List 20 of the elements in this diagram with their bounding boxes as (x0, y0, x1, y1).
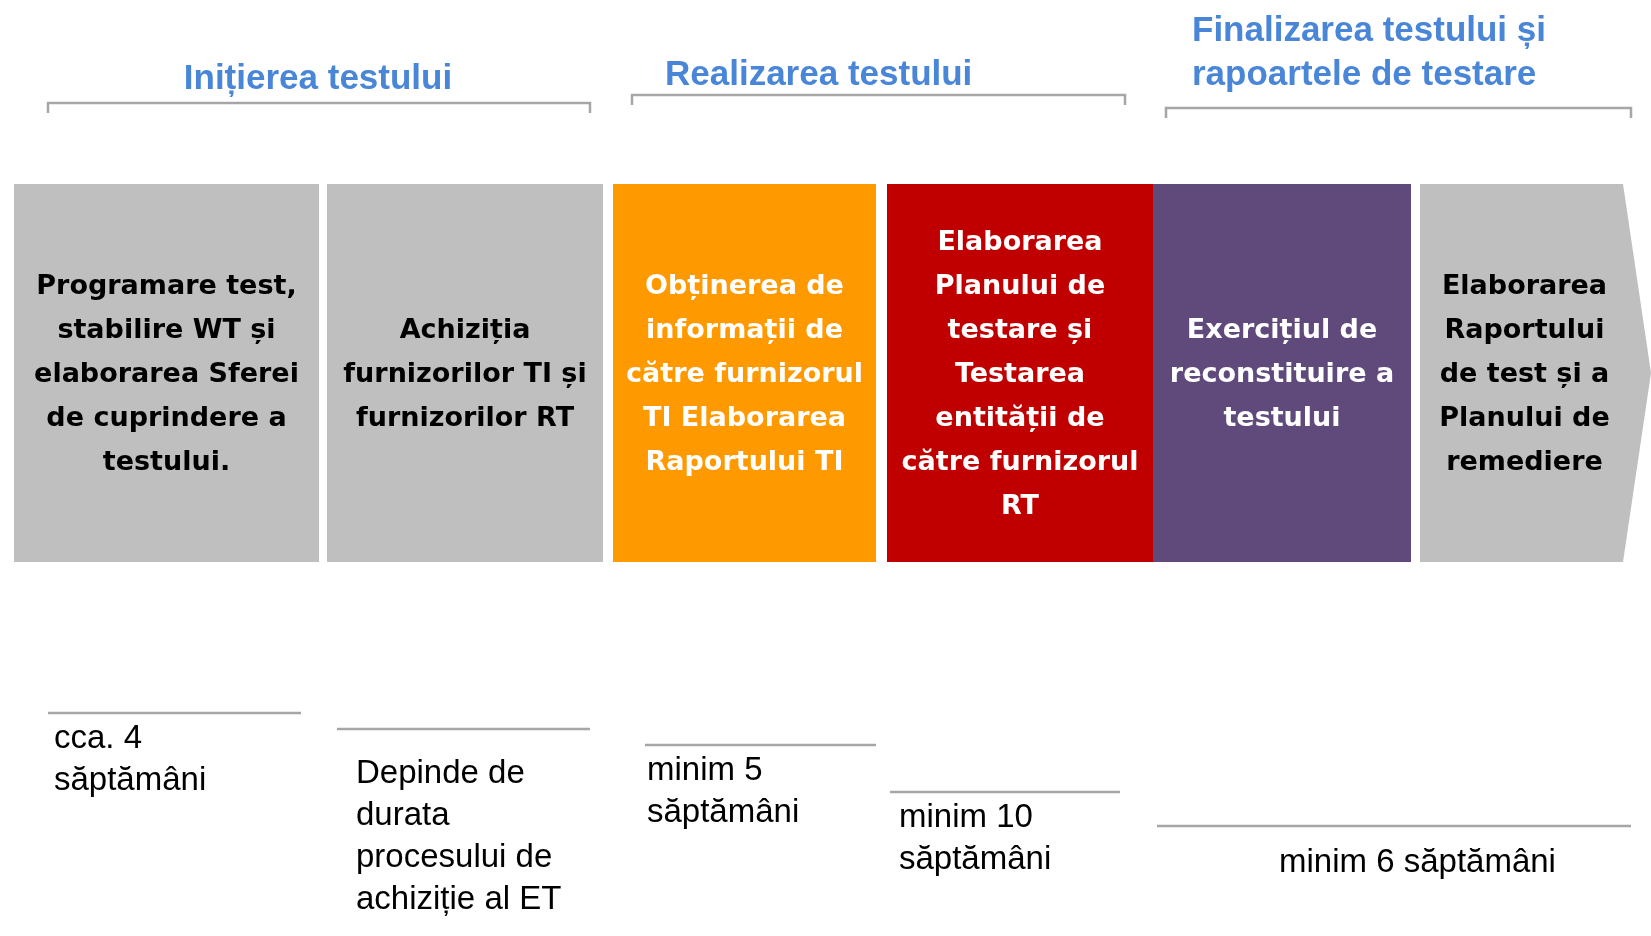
phase-heading: Inițierea testului (182, 56, 454, 99)
duration-text: minim 6 săptămâni (1279, 841, 1557, 881)
phase-heading: Finalizarea testului și rapoartele de testare (1192, 8, 1547, 94)
process-box (1153, 184, 1411, 562)
process-box (327, 184, 603, 562)
step-text: Elaborarea Planului de testare și Testarea entității de către furnizorul RT (900, 224, 1140, 522)
duration-text: Depinde de durata procesului de achiziție al ET (356, 752, 563, 918)
step-text: Achiziția furnizorilor TI și furnizorilor RT (342, 312, 588, 434)
step-text: Obținerea de informații de către furnizorul TI Elaborarea Raportului TI (625, 268, 864, 478)
phase-heading: Realizarea testului (665, 52, 974, 94)
duration-text: minim 10 săptămâni (899, 796, 1053, 878)
step-text: Exercițiul de reconstituire a testului (1168, 312, 1396, 434)
chevron-box (1420, 184, 1651, 562)
duration-text: cca. 4 săptămâni (54, 717, 208, 799)
process-box (887, 184, 1153, 562)
step-text: Programare test, stabilire WT și elaborarea Sferei de cuprindere a testului. (33, 268, 300, 478)
process-box (14, 184, 319, 562)
process-box (613, 184, 876, 562)
duration-text: minim 5 săptămâni (647, 749, 801, 831)
step-text: Elaborarea Raportului de test și a Planului de remediere (1438, 268, 1611, 478)
